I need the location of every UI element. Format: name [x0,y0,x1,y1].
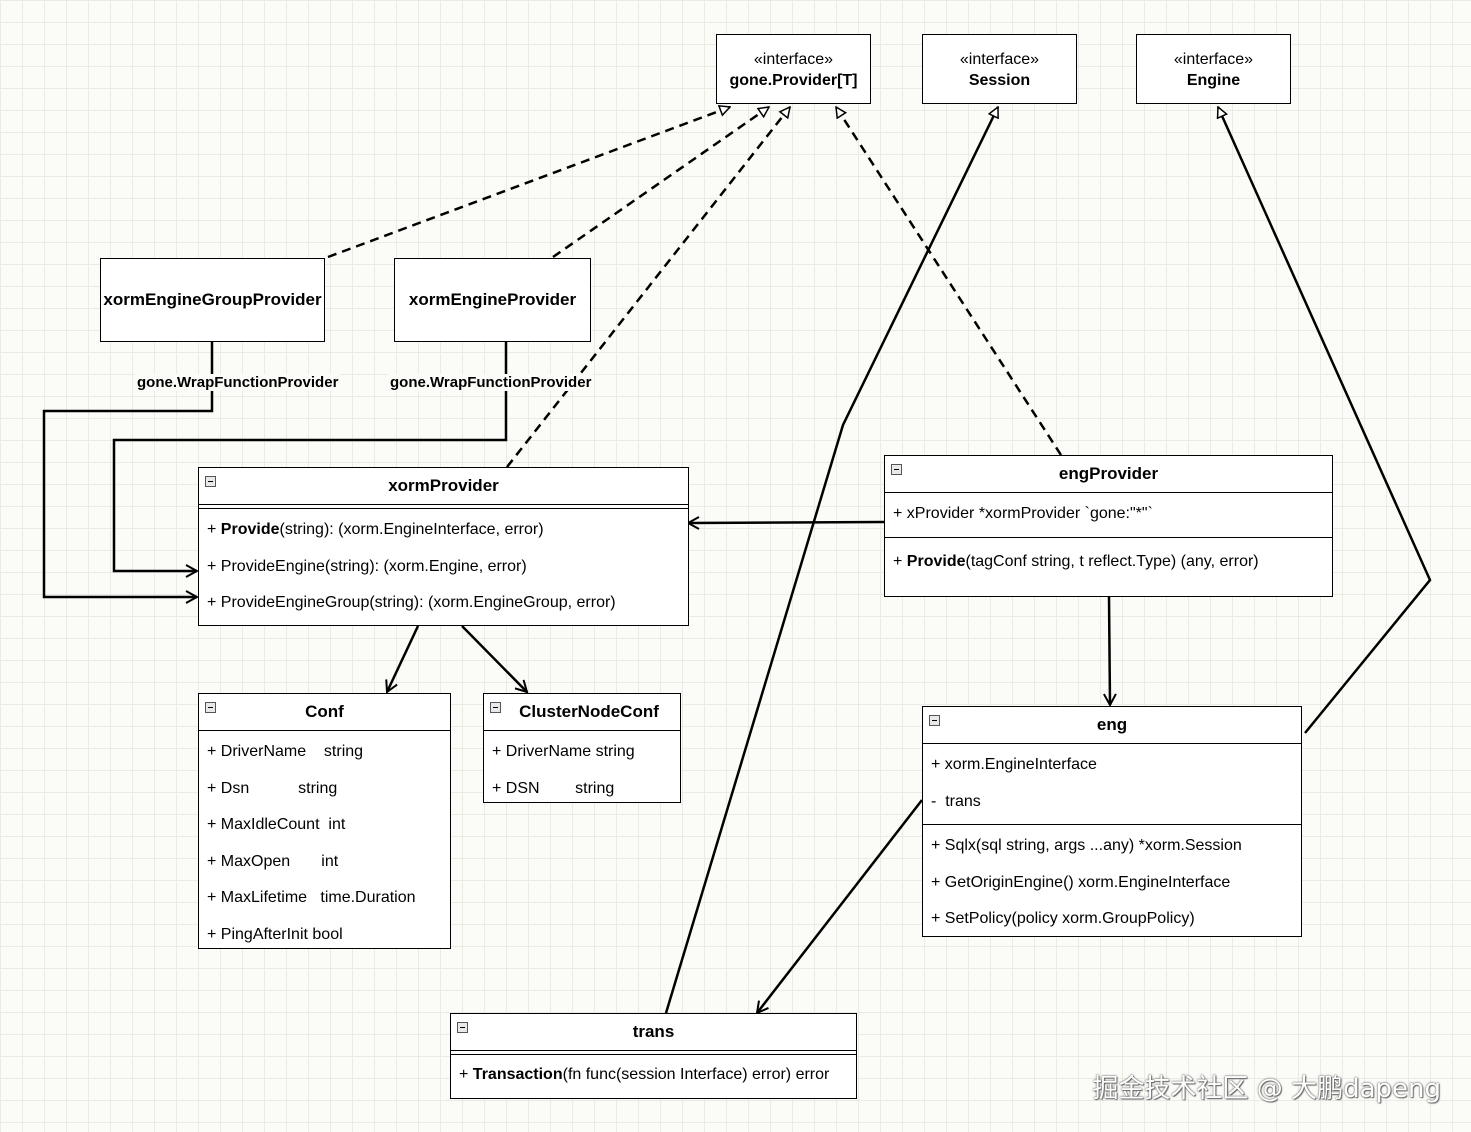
methods-section: + Provide(string): (xorm.EngineInterface… [199,505,688,626]
composition-xprovider [688,522,884,523]
class-header: Conf [199,694,450,731]
interface-name: Engine [1186,72,1241,89]
interface-engine: «interface» Engine [1136,34,1291,104]
fields-section: + xProvider *xormProvider `gone:"*"` [885,493,1332,538]
class-xorm-engine-group-provider: xormEngineGroupProvider [100,258,325,342]
method-row: + SetPolicy(policy xorm.GroupPolicy) [931,910,1195,927]
realize-group-provider [327,107,730,259]
assoc-cluster-node-conf [461,625,527,692]
stereotype-label: «interface» [959,51,1040,68]
class-header: eng [923,707,1301,744]
class-name: eng [1096,715,1128,734]
field-row: + xorm.EngineInterface [931,756,1097,773]
interface-gone-provider: «interface» gone.Provider[T] [716,34,871,104]
method-row: + ProvideEngineGroup(string): (xorm.Engi… [207,594,616,611]
field-row: - trans [931,792,981,810]
stereotype-label: «interface» [753,51,834,68]
composition-trans [757,800,922,1013]
assoc-eng [1109,596,1110,705]
class-name: ClusterNodeConf [519,702,659,721]
realize-xorm-provider [506,107,790,468]
class-name: xormProvider [388,476,499,495]
edge-label-group-wrap: gone.WrapFunctionProvider [135,374,341,391]
assoc-conf [387,625,420,692]
class-name: xormEngineProvider [408,290,577,309]
class-trans: trans + Transaction(fn func(session Inte… [450,1013,857,1099]
field-row: + MaxLifetime time.Duration [207,889,416,906]
class-header: trans [451,1014,856,1055]
class-xorm-provider: xormProvider + Provide(string): (xorm.En… [198,467,689,626]
collapse-icon[interactable] [929,715,940,726]
method-row: + Provide(string): (xorm.EngineInterface… [207,521,544,538]
methods-section: + Sqlx(sql string, args ...any) *xorm.Se… [923,825,1301,942]
stereotype-label: «interface» [1173,51,1254,68]
class-cluster-node-conf: ClusterNodeConf + DriverName string + DS… [483,693,681,803]
method-row: + Provide(tagConf string, t reflect.Type… [893,552,1259,570]
edge-label-engine-wrap: gone.WrapFunctionProvider [388,374,594,391]
class-name: trans [632,1022,675,1041]
method-row: + Sqlx(sql string, args ...any) *xorm.Se… [931,837,1242,854]
field-row: + MaxOpen int [207,852,339,870]
fields-section: + xorm.EngineInterface - trans [923,744,1301,825]
realize-engine-provider [552,105,769,259]
class-header: xormProvider [199,468,688,509]
field-row: + PingAfterInit bool [207,925,343,943]
fields-section: + DriverName string + Dsn string + MaxId… [199,731,450,957]
interface-name: gone.Provider[T] [729,72,858,89]
realize-engine [1218,107,1432,734]
method-row: + ProvideEngine(string): (xorm.Engine, e… [207,557,527,575]
class-conf: Conf + DriverName string + Dsn string + … [198,693,451,949]
wrap-engine-provider-edge [112,342,508,571]
class-eng-provider: engProvider + xProvider *xormProvider `g… [884,455,1333,597]
field-row: + xProvider *xormProvider `gone:"*"` [893,505,1153,522]
interface-name: Session [968,72,1031,89]
methods-section: + Provide(tagConf string, t reflect.Type… [885,538,1332,585]
realize-eng-provider [834,107,1063,456]
field-row: + DriverName string [492,743,635,760]
collapse-icon[interactable] [205,702,216,713]
class-xorm-engine-provider: xormEngineProvider [394,258,591,342]
class-name: xormEngineGroupProvider [103,290,322,309]
collapse-icon[interactable] [891,464,902,475]
method-row: + GetOriginEngine() xorm.EngineInterface [931,873,1231,891]
class-header: ClusterNodeConf [484,694,680,731]
methods-section: + Transaction(fn func(session Interface)… [451,1051,856,1098]
class-header: engProvider [885,456,1332,493]
collapse-icon[interactable] [457,1022,468,1033]
class-name: engProvider [1058,464,1159,483]
field-row: + MaxIdleCount int [207,816,346,833]
class-name: Conf [305,702,344,721]
realize-session [664,107,1000,1014]
class-eng: eng + xorm.EngineInterface - trans + Sql… [922,706,1302,937]
watermark: 掘金技术社区 @ 大鹏dapeng [1092,1074,1441,1104]
field-row: + DSN string [492,779,615,797]
interface-session: «interface» Session [922,34,1077,104]
fields-section: + DriverName string + DSN string [484,731,680,811]
collapse-icon[interactable] [205,476,216,487]
field-row: + DriverName string [207,743,364,760]
method-row: + Transaction(fn func(session Interface)… [459,1066,830,1083]
collapse-icon[interactable] [490,702,501,713]
field-row: + Dsn string [207,779,338,797]
